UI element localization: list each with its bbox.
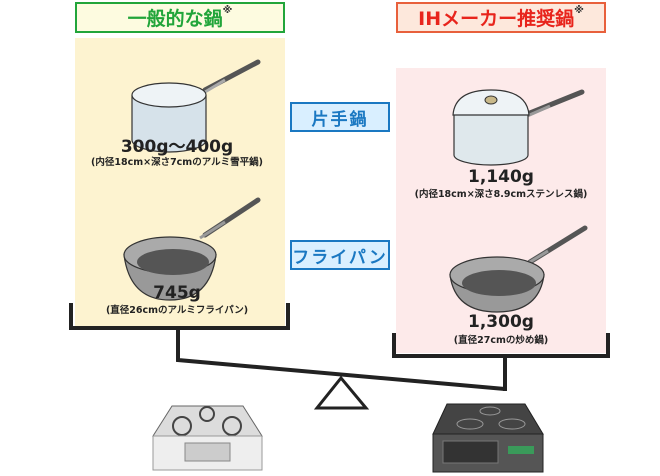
general-saucepan-desc: (内径18cm×深さ7cmのアルミ雪平鍋) — [91, 157, 263, 168]
ih-frypan-desc: (直径27cmの炒め鍋) — [453, 335, 549, 346]
general-frypan-weight: 745g — [153, 283, 201, 303]
general-saucepan-weight: 300g〜400g — [120, 137, 234, 157]
scale-beam — [176, 328, 507, 391]
aluminum-frypan-icon — [123, 197, 261, 301]
ih-cooktop-icon — [432, 403, 544, 473]
fulcrum-icon — [313, 375, 370, 410]
ih-saucepan-weight: 1,140g — [468, 167, 534, 187]
aluminum-saucepan-icon — [131, 59, 261, 153]
ih-pan-header: IHメーカー推奨鍋※ — [396, 2, 606, 33]
gas-stove-icon — [152, 405, 263, 471]
stir-fry-pan-icon — [449, 225, 588, 313]
general-pan-title: 一般的な鍋 — [127, 8, 223, 30]
note-mark: ※ — [222, 5, 233, 16]
category-label-saucepan: 片手鍋 — [290, 102, 390, 132]
ih-frypan-weight: 1,300g — [468, 312, 534, 332]
general-pan-header: 一般的な鍋※ — [75, 2, 285, 33]
ih-saucepan-desc: (内径18cm×深さ8.9cmステンレス鍋) — [414, 189, 588, 200]
general-frypan-desc: (直径26cmのアルミフライパン) — [105, 305, 249, 316]
note-mark: ※ — [574, 5, 584, 16]
right-scale-pan — [392, 333, 610, 358]
stainless-saucepan-with-lid-icon — [452, 89, 585, 166]
ih-pan-title: IHメーカー推奨鍋 — [418, 8, 575, 30]
category-label-frypan: フライパン — [290, 240, 390, 270]
